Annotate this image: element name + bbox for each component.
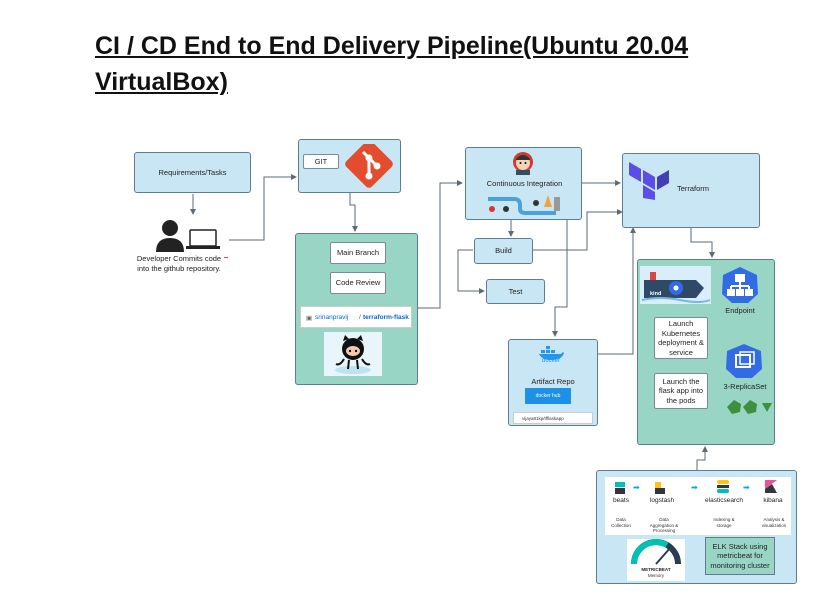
developer-icon [154,218,220,252]
arrow-git-branch [349,193,358,232]
elk-note-box: ELK Stack using metricbeat for monitorin… [705,537,775,575]
terraform-box: Terraform [622,153,760,228]
elasticsearch-label: elasticsearch [705,497,743,504]
docker-word: docker [541,358,560,364]
launch-flask-box: Launch the flask app into the pods [654,373,708,409]
repo-user: srinanpravij [315,314,349,321]
metricbeat-label: METRICBEAT [641,567,671,572]
git-repo-panel: Main Branch Code Review ▣ srinanpravij /… [295,233,418,385]
arrow-beats-logstash: ➡ [633,483,640,492]
docker-icon [537,344,565,366]
arrow-artifact-tf [598,227,636,355]
pipeline-icon [484,191,564,217]
main-branch-box: Main Branch [330,242,386,264]
git-box: GIT [298,139,401,193]
logstash-sub: Data Aggregation & Processing [649,517,679,533]
docker-repo: vijaya81kp/tfflaskapp [522,416,564,421]
repo-banner: ▣ srinanpravij / terraform-flask [300,306,412,328]
elasticsearch-icon [717,480,729,493]
endpoint-icon [720,266,760,304]
kibana-sub: Analysis & visualization [761,517,787,528]
terraform-label: Terraform [676,184,710,193]
metricbeat-panel: METRICBEAT Memory [627,539,685,581]
replicaset-icon [724,343,764,379]
kibana-icon [765,480,777,493]
artifact-box: docker Artifact Repo docker hub vijaya81… [508,339,598,426]
endpoint-label: Endpoint [725,306,755,315]
elk-pipeline-strip: ➡ ➡ ➡ beats logstash elasticsearch kiban… [605,477,791,535]
artifact-label: Artifact Repo [531,377,575,386]
kubernetes-panel: kind Endpoint Launch Kubernetes deployme… [637,259,775,445]
ci-label: Continuous Integration [486,179,563,188]
developer-caption: Developer Commits code into the github r… [136,254,222,273]
arrow-git-ci [418,180,463,309]
repo-sep: / [359,314,361,321]
kind-logo: kind [640,266,711,304]
kind-word: kind [650,291,662,297]
github-octocat-icon [324,332,382,376]
kibana-label: kibana [763,497,783,504]
arrow-dev-git [229,174,297,241]
repo-name: terraform-flask [363,314,409,321]
arrow-build-test [457,249,485,294]
code-review-box: Code Review [330,272,386,294]
beats-icon [615,481,625,494]
logstash-icon [655,481,665,494]
arrow-ci-artifact [552,220,568,337]
arrow-es-kibana: ➡ [743,483,750,492]
red-mark [224,257,228,258]
git-label: GIT [303,154,339,169]
beats-sub: Data Collection [611,517,631,528]
requirements-box: Requirements/Tasks [134,152,251,193]
pods-icon [726,398,774,416]
arrow-elk-k8s [696,446,708,470]
elk-panel: ➡ ➡ ➡ beats logstash elasticsearch kiban… [596,470,797,584]
arrow-tf-k8s [690,228,715,258]
page-title: CI / CD End to End Delivery Pipeline(Ubu… [95,32,689,96]
repo-icon: ▣ [306,315,313,322]
terraform-icon [627,160,671,200]
docker-repo-banner: vijaya81kp/tfflaskapp [513,412,593,424]
jenkins-icon [512,151,534,175]
test-box: Test [486,279,545,304]
metricbeat-gauge-icon [631,539,681,565]
beats-label: beats [613,497,629,504]
ci-box: Continuous Integration [465,147,582,220]
arrow-build-tf [533,209,623,251]
launch-deployment-box: Launch Kubernetes deployment & service [654,317,708,359]
metricbeat-sub: Memory [647,573,665,578]
logstash-label: logstash [649,497,675,504]
build-box: Build [474,238,533,264]
git-logo-icon [343,140,395,190]
docker-hub-badge: docker hub [525,388,571,404]
arrow-logstash-es: ➡ [691,483,698,492]
es-sub: Indexing & storage [713,517,735,528]
replicaset-label: 3-ReplicaSet [723,382,767,391]
